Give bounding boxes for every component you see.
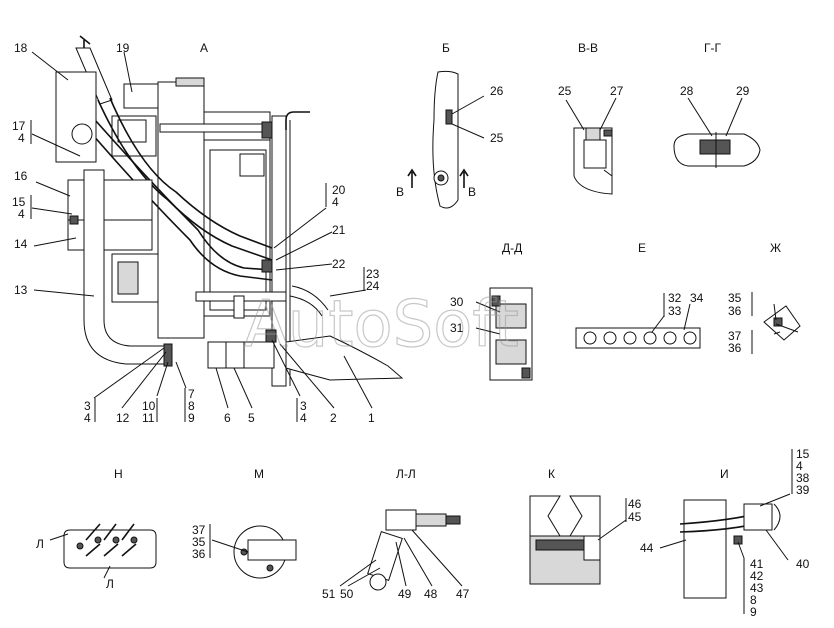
view-i-detail bbox=[659, 449, 793, 614]
callout-46: 46 bbox=[628, 497, 642, 511]
callout-3-left: 3 bbox=[84, 399, 91, 413]
callout-38: 38 bbox=[796, 471, 810, 485]
callout-42: 42 bbox=[750, 569, 764, 583]
callout-25-b: 25 bbox=[490, 131, 504, 145]
callout-35: 35 bbox=[728, 291, 742, 305]
callout-9: 9 bbox=[188, 411, 195, 425]
callout-4-i: 4 bbox=[796, 459, 803, 473]
callout-37: 37 bbox=[728, 329, 742, 343]
callout-29: 29 bbox=[736, 84, 750, 98]
callout-13: 13 bbox=[14, 283, 28, 297]
view-title-i: И bbox=[720, 467, 729, 481]
view-title-dd: Д-Д bbox=[502, 241, 522, 255]
callout-41: 41 bbox=[750, 557, 764, 571]
callout-51: 51 bbox=[322, 587, 336, 601]
view-e-strip bbox=[575, 293, 701, 349]
callout-8-i: 8 bbox=[750, 593, 757, 607]
callout-12: 12 bbox=[116, 411, 130, 425]
view-k-detail bbox=[529, 495, 627, 585]
callout-3-right-qty: 4 bbox=[300, 411, 307, 425]
view-ll-detail bbox=[339, 509, 463, 591]
callout-36: 36 bbox=[728, 304, 742, 318]
callout-33: 33 bbox=[668, 304, 682, 318]
callout-17-qty: 4 bbox=[18, 131, 25, 145]
callout-30: 30 bbox=[450, 295, 464, 309]
view-title-vv: В-В bbox=[578, 41, 598, 55]
callout-18: 18 bbox=[14, 41, 28, 55]
callout-7: 7 bbox=[188, 387, 195, 401]
view-m-detail bbox=[209, 524, 297, 579]
callout-49: 49 bbox=[398, 587, 412, 601]
callout-22: 22 bbox=[332, 257, 346, 271]
callout-34: 34 bbox=[690, 291, 704, 305]
view-title-ll: Л-Л bbox=[396, 467, 416, 481]
view-gg-detail bbox=[673, 97, 761, 168]
callout-9-i: 9 bbox=[750, 605, 757, 619]
view-title-gg: Г-Г bbox=[704, 41, 721, 55]
callout-5: 5 bbox=[248, 411, 255, 425]
callout-37-m: 37 bbox=[192, 523, 206, 537]
callout-labels: 18 19 17 4 16 15 4 14 13 20 4 21 22 23 2… bbox=[12, 41, 810, 619]
callout-15-qty: 4 bbox=[18, 207, 25, 221]
section-mark-v-left: В bbox=[396, 185, 404, 199]
callout-20-qty: 4 bbox=[332, 195, 339, 209]
view-vv-detail bbox=[565, 97, 617, 195]
callout-15-i: 15 bbox=[796, 447, 810, 461]
callout-3-left-qty: 4 bbox=[84, 411, 91, 425]
callout-44: 44 bbox=[640, 541, 654, 555]
section-mark-l-bottom: Л bbox=[106, 577, 114, 591]
callout-6: 6 bbox=[224, 411, 231, 425]
callout-14: 14 bbox=[14, 237, 28, 251]
callout-47: 47 bbox=[456, 587, 470, 601]
main-view-leaders bbox=[30, 51, 373, 422]
section-mark-v-right: В bbox=[468, 185, 476, 199]
callout-36-lower: 36 bbox=[728, 341, 742, 355]
view-title-k: К bbox=[548, 467, 555, 481]
callout-24: 24 bbox=[366, 279, 380, 293]
callout-21: 21 bbox=[332, 223, 346, 237]
view-b-detail bbox=[407, 70, 485, 209]
callout-40: 40 bbox=[796, 557, 810, 571]
watermark: AutoSoft bbox=[244, 288, 519, 362]
view-title-a: А bbox=[200, 41, 208, 55]
callout-45: 45 bbox=[628, 510, 642, 524]
callout-39: 39 bbox=[796, 483, 810, 497]
callout-31: 31 bbox=[450, 321, 464, 335]
callout-2: 2 bbox=[330, 411, 337, 425]
callout-17: 17 bbox=[12, 119, 26, 133]
view-zh-detail bbox=[751, 292, 801, 354]
callout-50: 50 bbox=[340, 587, 354, 601]
callout-32: 32 bbox=[668, 291, 682, 305]
callout-3-right: 3 bbox=[300, 399, 307, 413]
callout-26: 26 bbox=[490, 84, 504, 98]
callout-43: 43 bbox=[750, 581, 764, 595]
view-title-m: М bbox=[254, 467, 264, 481]
view-n-detail bbox=[49, 523, 157, 579]
callout-36-m: 36 bbox=[192, 547, 206, 561]
callout-1: 1 bbox=[368, 411, 375, 425]
view-title-zh: Ж bbox=[770, 241, 781, 255]
callout-25-vv: 25 bbox=[558, 84, 572, 98]
view-title-b: Б bbox=[442, 41, 450, 55]
callout-23: 23 bbox=[366, 267, 380, 281]
callout-15: 15 bbox=[12, 195, 26, 209]
callout-48: 48 bbox=[424, 587, 438, 601]
view-title-e: Е bbox=[638, 241, 646, 255]
section-mark-l-top: Л bbox=[36, 537, 44, 551]
callout-20: 20 bbox=[332, 183, 346, 197]
main-assembly-view bbox=[55, 35, 404, 387]
callout-16: 16 bbox=[14, 169, 28, 183]
callout-19: 19 bbox=[116, 41, 130, 55]
callout-27: 27 bbox=[610, 84, 624, 98]
callout-10: 10 bbox=[142, 399, 156, 413]
callout-8: 8 bbox=[188, 399, 195, 413]
callout-35-m: 35 bbox=[192, 535, 206, 549]
callout-28: 28 bbox=[680, 84, 694, 98]
callout-11: 11 bbox=[142, 411, 155, 425]
view-title-n: Н bbox=[114, 467, 123, 481]
view-dd-detail bbox=[475, 287, 533, 381]
